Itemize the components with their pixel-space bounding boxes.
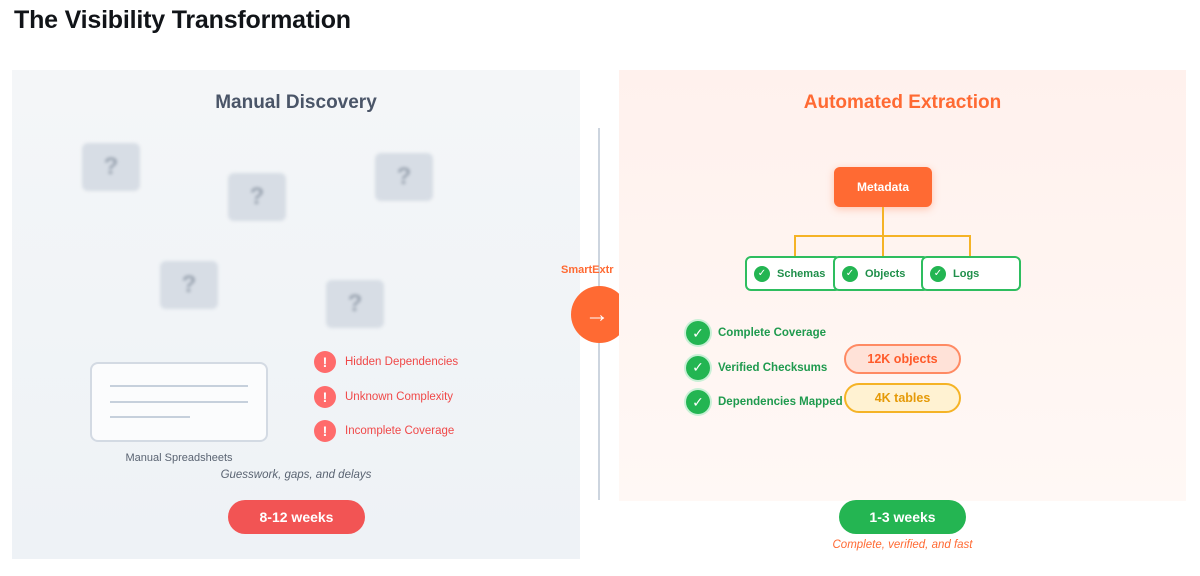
issue-list: ! Hidden Dependencies ! Unknown Complexi… xyxy=(314,350,458,454)
automated-extraction-heading: Automated Extraction xyxy=(803,92,1002,113)
tables-count-badge: 4K tables xyxy=(844,383,961,413)
metadata-root-node: Metadata xyxy=(834,167,932,207)
schemas-node: ✓ Schemas xyxy=(745,256,841,291)
issue-item: ! Unknown Complexity xyxy=(314,385,458,409)
tree-connector xyxy=(969,235,971,256)
result-label: Verified Checksums xyxy=(718,361,828,374)
check-icon: ✓ xyxy=(754,265,770,282)
issue-label: Hidden Dependencies xyxy=(345,356,459,368)
check-icon: ✓ xyxy=(842,265,858,282)
transition-label: SmartExtr xyxy=(561,264,614,276)
check-icon: ✓ xyxy=(930,265,946,282)
check-icon: ✓ xyxy=(686,390,710,414)
unknown-item-icon: ? xyxy=(228,173,286,221)
exclamation-icon: ! xyxy=(314,385,336,408)
unknown-item-icon: ? xyxy=(160,261,218,309)
result-label: Complete Coverage xyxy=(718,327,827,339)
exclamation-icon: ! xyxy=(314,351,336,373)
result-item: ✓ Dependencies Mapped xyxy=(686,390,843,414)
transition-arrow: → xyxy=(571,286,619,343)
unknown-item-icon: ? xyxy=(82,143,140,191)
objects-count-badge: 12K objects xyxy=(844,344,961,374)
logs-node: ✓ Logs xyxy=(921,256,1021,291)
spreadsheet-caption: Manual Spreadsheets xyxy=(125,452,233,464)
automated-duration-badge: 1-3 weeks xyxy=(839,500,966,534)
issue-item: ! Hidden Dependencies xyxy=(314,350,458,374)
result-item: ✓ Complete Coverage xyxy=(686,321,843,345)
metadata-tree: Metadata ✓ Schemas ✓ Objects ✓ Logs xyxy=(619,70,1186,501)
objects-node: ✓ Objects xyxy=(833,256,929,291)
tree-connector xyxy=(882,207,884,256)
arrow-right-icon: → xyxy=(585,300,609,328)
result-list: ✓ Complete Coverage ✓ Verified Checksums… xyxy=(686,321,843,425)
issue-item: ! Incomplete Coverage xyxy=(314,419,458,443)
tree-connector xyxy=(794,235,971,237)
issue-label: Unknown Complexity xyxy=(345,390,454,403)
manual-duration-badge: 8-12 weeks xyxy=(228,500,365,534)
exclamation-icon: ! xyxy=(314,420,336,442)
tree-connector xyxy=(794,235,796,256)
check-icon: ✓ xyxy=(686,355,710,380)
check-icon: ✓ xyxy=(686,321,710,345)
unknown-item-icon: ? xyxy=(375,153,433,201)
spreadsheet-icon xyxy=(90,362,268,442)
manual-discovery-panel: Manual Discovery ? ? ? ? ? Manual Spread… xyxy=(12,70,580,559)
unknown-item-icon: ? xyxy=(326,280,384,328)
result-label: Dependencies Mapped xyxy=(718,396,843,408)
manual-summary: Guesswork, gaps, and delays xyxy=(220,469,372,481)
page-title: The Visibility Transformation xyxy=(14,6,351,34)
manual-discovery-heading: Manual Discovery xyxy=(215,92,377,113)
issue-label: Incomplete Coverage xyxy=(345,425,455,437)
automated-summary: Complete, verified, and fast xyxy=(832,539,973,551)
result-item: ✓ Verified Checksums xyxy=(686,355,843,380)
